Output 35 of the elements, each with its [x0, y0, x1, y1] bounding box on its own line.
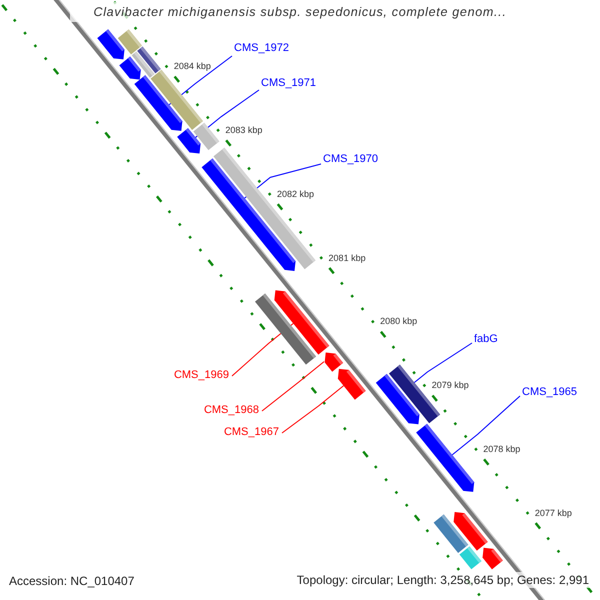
scale-label: 2079 kbp [432, 380, 469, 390]
leader-line [414, 342, 472, 384]
gene-label: CMS_1970 [323, 153, 378, 166]
gene-feature [118, 29, 142, 54]
gene-feature [416, 424, 474, 492]
leader-line [452, 396, 520, 456]
scale-label: 2081 kbp [328, 252, 366, 263]
gene-label: CMS_1971 [261, 77, 316, 90]
summary-text: Topology: circular; Length: 3,258,645 bp; Genes: 2,991 [294, 572, 591, 588]
gene-feature [459, 546, 482, 570]
scale-label: 2080 kbp [380, 316, 418, 326]
scale-label: 2078 kbp [483, 444, 520, 454]
leader-line [282, 385, 344, 434]
gene-feature [137, 46, 161, 74]
gene-label: CMS_1972 [234, 42, 290, 55]
accession-text: Accession: NC_010407 [9, 574, 134, 588]
gene-feature [150, 70, 203, 130]
gene-label: CMS_1967 [224, 426, 279, 439]
scale-label: 2083 kbp [225, 125, 262, 136]
scale-label: 2084 kbp [174, 61, 211, 72]
gene-label: CMS_1968 [204, 404, 259, 417]
gene-label: CMS_1969 [174, 369, 229, 382]
gene-label: CMS_1965 [522, 386, 578, 399]
gene-feature [97, 29, 124, 60]
gene-feature [274, 290, 330, 355]
gene-feature [338, 368, 366, 400]
scale-label: 2082 kbp [276, 188, 314, 199]
leader-line [262, 361, 325, 412]
gene-feature [482, 548, 503, 570]
gene-label: fabG [474, 333, 498, 346]
gene-feature [202, 158, 296, 271]
gene-feature [193, 122, 220, 150]
scale-label: 2077 kbp [534, 508, 572, 518]
gene-feature [454, 512, 488, 551]
gene-feature [324, 352, 344, 372]
